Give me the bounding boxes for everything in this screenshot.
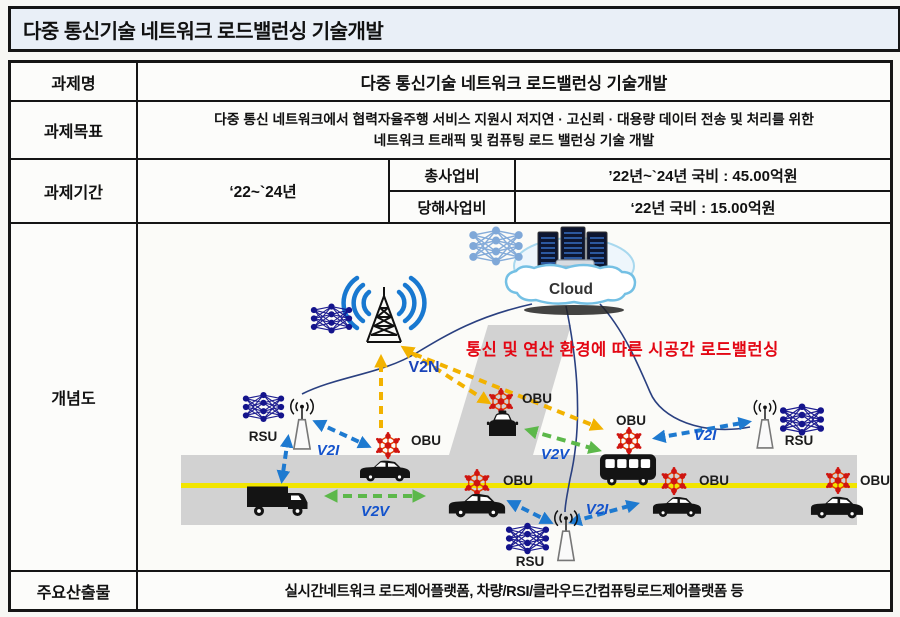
concept-diagram: Cloud [181, 226, 890, 569]
cell-tower-icon [341, 275, 427, 343]
rsu-right-group: RSU [753, 399, 825, 449]
v2i-label-right: V2I [694, 427, 717, 444]
v2i-label-bottom: V2I [586, 501, 609, 518]
obu-label-lane-right: OBU [860, 473, 890, 488]
rsu-antenna-left-icon [289, 397, 315, 451]
goal-line-2: 네트워크 트래픽 및 컴퓨팅 로드 밸런싱 기술 개발 [373, 133, 655, 148]
v2n-label: V2N [408, 359, 439, 376]
obu-label-lane-mid: OBU [699, 473, 729, 488]
neural-network-icon-rsu-right [779, 403, 825, 436]
v2n-arrow-bus [413, 352, 604, 431]
cloud-icon [504, 263, 637, 305]
neural-network-icon-rsu-bottom [505, 522, 550, 555]
v2v-arrow-mid [524, 426, 602, 454]
table-row-outputs: 주요산출물 실시간네트워크 로드제어플랫폼, 차량/RSI/클라우드간컴퓨팅로드… [11, 570, 890, 609]
obu-label-bus: OBU [616, 413, 646, 428]
v2i-arrow-bottom-left [506, 500, 554, 524]
v2i-arrow-left [312, 419, 372, 449]
obu-icon-bus [615, 427, 643, 455]
obu-label-taxi: OBU [522, 391, 552, 406]
budget-label-column: 총사업비 당해사업비 [390, 160, 516, 222]
obu-icon-tower [375, 432, 401, 459]
table-row-concept-diagram: 개념도 [11, 222, 890, 570]
row-label-concept: 개념도 [11, 224, 138, 570]
annual-budget-value: ‘22년 국비 : 15.00억원 [516, 190, 890, 222]
annual-budget-label: 당해사업비 [390, 190, 514, 222]
radio-waves-icon [341, 275, 427, 331]
row-label-project-name: 과제명 [11, 63, 138, 100]
rsu-bottom-label: RSU [516, 554, 545, 569]
rsu-left-group: RSU [242, 391, 315, 451]
row-label-project-period: 과제기간 [11, 160, 138, 222]
title-box: 다중 통신기술 네트워크 로드밸런싱 기술개발 [8, 6, 900, 52]
concept-diagram-cell: Cloud [138, 224, 890, 570]
v2n-arrow-taxi [400, 345, 492, 405]
page-title: 다중 통신기술 네트워크 로드밸런싱 기술개발 [23, 20, 384, 43]
rsu-antenna-right-icon [753, 399, 777, 449]
rsu-right-label: RSU [785, 433, 814, 448]
goal-line-1: 다중 통신 네트워크에서 협력자율주행 서비스 지원시 저지연 · 고신뢰 · … [214, 111, 814, 127]
v2i-label-left: V2I [317, 442, 340, 459]
annotation-text: 통신 및 연산 환경에 따른 시공간 로드밸런싱 [466, 340, 779, 359]
project-table: 과제명 다중 통신기술 네트워크 로드밸런싱 기술개발 과제목표 다중 통신 네… [8, 60, 893, 612]
link-arrows [276, 345, 753, 526]
budget-value-column: ’22년~`24년 국비 : 45.00억원 ‘22년 국비 : 15.00억원 [516, 160, 890, 222]
obu-label-tower: OBU [411, 433, 441, 448]
cloud-datacenter: Cloud [504, 226, 637, 315]
backbone-cloud-to-bottom-rsu [564, 305, 579, 513]
v2v-label-left: V2V [361, 503, 391, 520]
backbone-cloud-to-right-rsu [599, 303, 751, 431]
cloud-shadow [524, 305, 624, 315]
table-row-project-goal: 과제목표 다중 통신 네트워크에서 협력자율주행 서비스 지원시 저지연 · 고… [11, 100, 890, 158]
table-row-project-period: 과제기간 ‘22~`24년 총사업비 당해사업비 ’22년~`24년 국비 : … [11, 158, 890, 222]
row-label-project-goal: 과제목표 [11, 102, 138, 158]
v2i-arrow-right [651, 416, 753, 444]
v2i-arrow-left-road [276, 433, 294, 485]
table-row-project-name: 과제명 다중 통신기술 네트워크 로드밸런싱 기술개발 [11, 63, 890, 100]
cloud-label: Cloud [549, 281, 593, 298]
total-budget-value: ’22년~`24년 국비 : 45.00억원 [608, 167, 798, 185]
rsu-left-label: RSU [249, 429, 278, 444]
project-period-value: ‘22~`24년 [138, 160, 390, 222]
v2i-arrow-bottom-right [568, 500, 640, 526]
outputs-value: 실시간네트워크 로드제어플랫폼, 차량/RSI/클라우드간컴퓨팅로드제어플랫폼 … [284, 584, 744, 600]
total-budget-label: 총사업비 [424, 167, 480, 185]
project-goal-value: 다중 통신 네트워크에서 협력자율주행 서비스 지원시 저지연 · 고신뢰 · … [138, 102, 890, 158]
rsu-bottom-group: RSU [505, 509, 579, 569]
row-label-outputs: 주요산출물 [11, 572, 138, 609]
neural-network-icon-rsu-left [242, 391, 285, 423]
v2v-label-mid: V2V [541, 446, 571, 463]
obu-label-lane-left: OBU [503, 473, 533, 488]
project-name-value: 다중 통신기술 네트워크 로드밸런싱 기술개발 [360, 74, 668, 93]
lane-marking [181, 483, 857, 488]
